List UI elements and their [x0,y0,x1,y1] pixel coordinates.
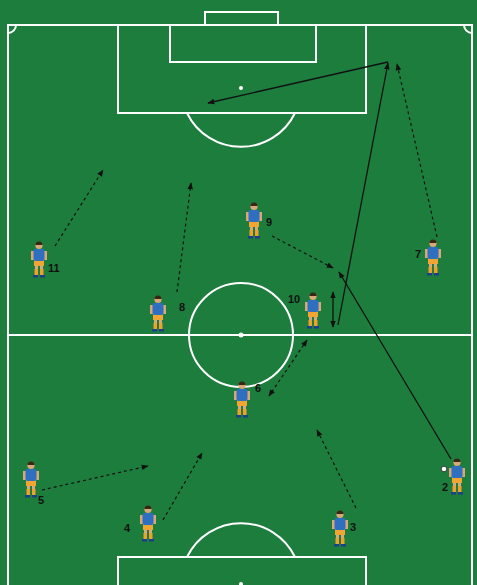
player-figure [246,202,262,238]
player-figure [140,505,156,541]
pass-arrows [208,62,451,459]
player-figure [234,381,250,417]
player-figure [150,295,166,331]
player-figure [449,458,465,494]
player-figure [31,241,47,277]
player-figure [332,510,348,546]
player-number: 6 [255,382,261,394]
player-number: 10 [288,293,300,305]
player-figure [23,461,39,497]
player-figure [305,292,321,328]
player-number: 5 [38,494,44,506]
player-figure [425,239,441,275]
player-number: 3 [350,521,356,533]
movement-arrows [42,64,437,520]
pitch-lines [8,12,472,585]
players [23,202,465,546]
player-number: 2 [442,481,448,493]
player-number: 11 [48,262,60,274]
player-number: 8 [179,301,185,313]
ball [441,466,447,472]
player-number: 9 [266,216,272,228]
player-number: 7 [415,248,421,260]
player-number: 4 [124,522,130,534]
